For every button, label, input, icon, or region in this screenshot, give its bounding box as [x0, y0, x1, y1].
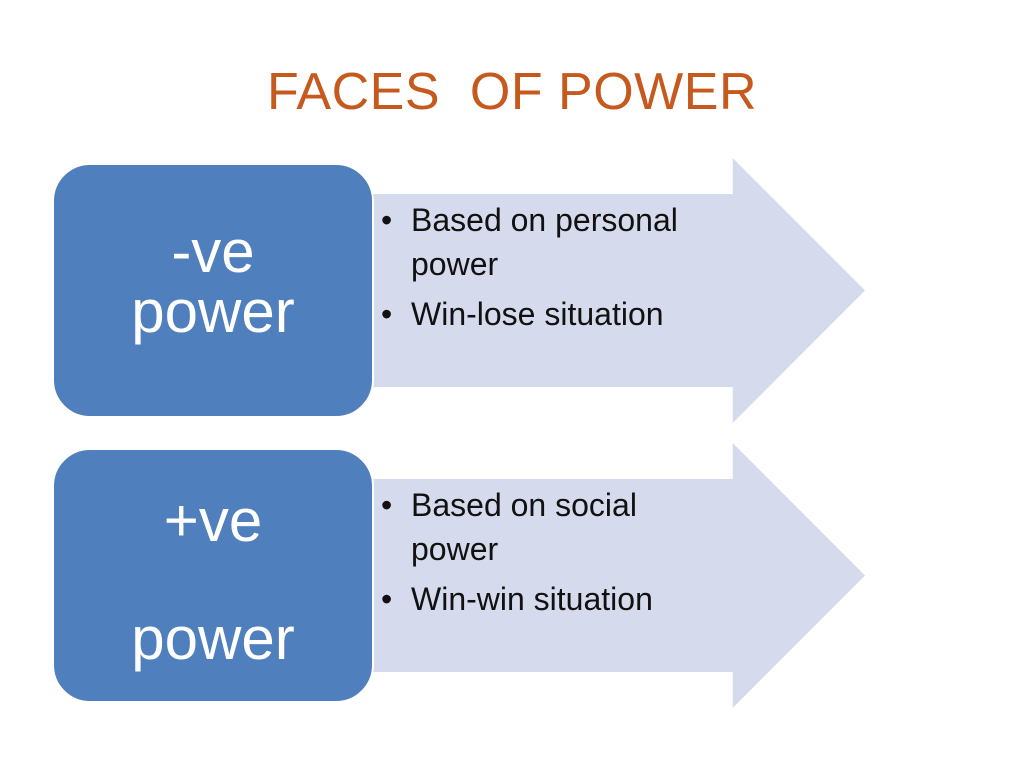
bullet-item: • Based on personal power [381, 198, 721, 286]
positive-power-box: +ve power [52, 448, 374, 703]
slide-title: FACES OF POWER [267, 63, 757, 121]
box-label-line-2: power [131, 278, 295, 345]
negative-power-bullets: • Based on personal power • Win-lose sit… [381, 198, 721, 342]
negative-power-row: -ve power • Based on personal power • Wi… [0, 158, 1024, 428]
bullet-text: Based on social power [411, 487, 637, 567]
bullet-text: Win-win situation [411, 581, 653, 617]
box-label-line-1: +ve [163, 487, 263, 554]
box-label-line-2: power [131, 605, 295, 672]
bullet-dot: • [381, 487, 393, 523]
bullet-text: Based on personal power [411, 202, 678, 282]
bullet-item: • Win-lose situation [381, 292, 721, 336]
positive-power-bullets: • Based on social power • Win-win situat… [381, 483, 721, 627]
bullet-item: • Based on social power [381, 483, 721, 571]
positive-power-row: +ve power • Based on social power • Win-… [0, 443, 1024, 713]
bullet-text: Win-lose situation [411, 296, 664, 332]
bullet-dot: • [381, 581, 393, 617]
bullet-dot: • [381, 202, 393, 238]
bullet-dot: • [381, 296, 393, 332]
box-label-line-1: -ve [171, 218, 255, 285]
bullet-item: • Win-win situation [381, 577, 721, 621]
negative-power-box: -ve power [52, 163, 374, 418]
